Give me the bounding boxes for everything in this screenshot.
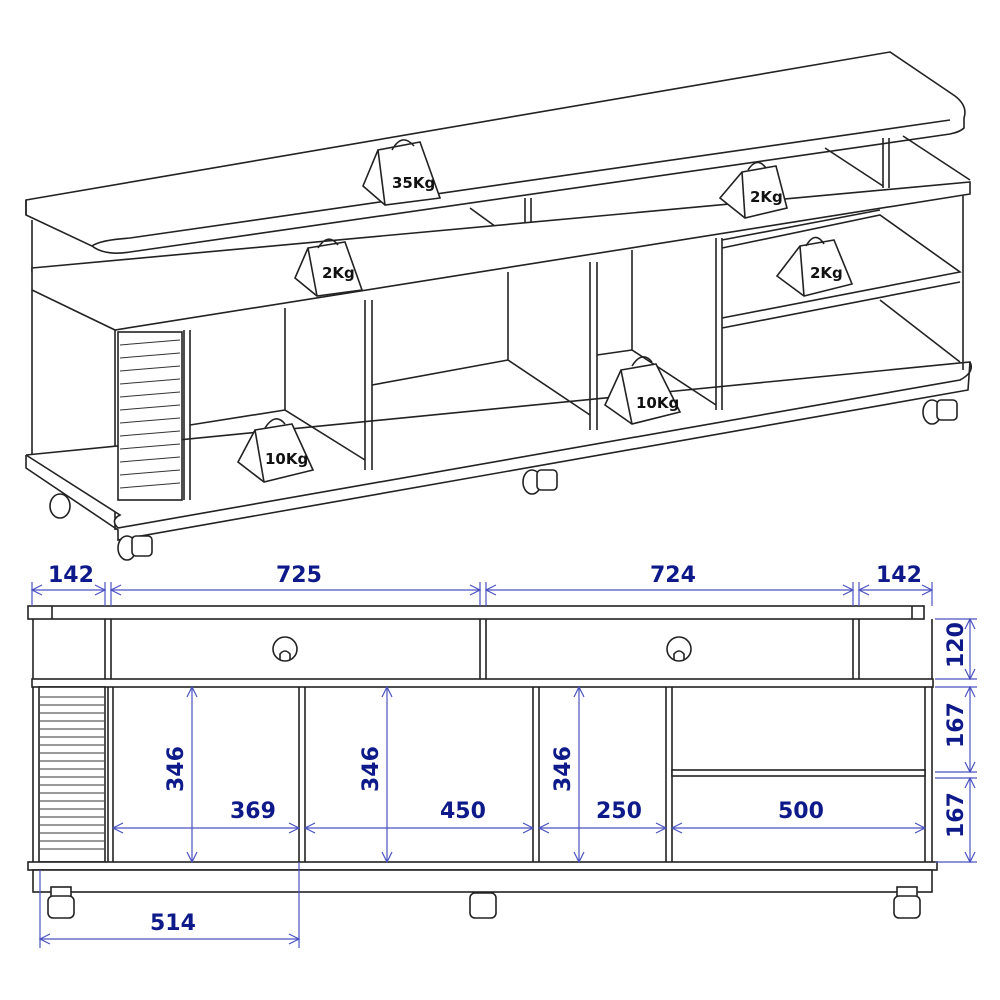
dim-top-right: 142 xyxy=(876,563,922,588)
dim-right-top: 120 xyxy=(944,622,969,668)
weight-10kg: 10Kg xyxy=(603,356,682,425)
weight-label: 10Kg xyxy=(636,394,679,412)
dim-height-2: 346 xyxy=(359,746,384,792)
weight-2kg: 2Kg xyxy=(775,236,854,297)
dim-bottom: 514 xyxy=(150,911,196,936)
dim-width-3: 250 xyxy=(596,799,642,824)
dim-top-center-right: 724 xyxy=(650,563,696,588)
dim-height-1: 346 xyxy=(164,746,189,792)
front-top-board xyxy=(27,605,925,620)
cable-hole-left xyxy=(272,636,298,662)
cable-hole-right xyxy=(666,636,692,662)
dimension-lines xyxy=(30,582,977,948)
weight-label: 2Kg xyxy=(750,188,783,206)
dim-right-bottom: 167 xyxy=(944,792,969,838)
front-caster-wheels xyxy=(47,886,921,919)
dim-top-center-left: 725 xyxy=(276,563,322,588)
caster-wheels xyxy=(49,399,958,561)
weight-10kg: 10Kg xyxy=(236,418,315,483)
isometric-view: 35Kg 2Kg 2Kg 2Kg 10Kg xyxy=(25,51,973,561)
weight-label: 35Kg xyxy=(392,174,435,192)
dim-top-left: 142 xyxy=(48,563,94,588)
dim-right-middle: 167 xyxy=(944,702,969,748)
dim-width-1: 369 xyxy=(230,799,276,824)
weight-35kg: 35Kg xyxy=(362,139,442,206)
front-view: 142 725 724 142 120 167 167 346 346 346 … xyxy=(27,563,977,948)
weight-2kg: 2Kg xyxy=(294,238,364,297)
top-board xyxy=(25,51,966,254)
dim-width-2: 450 xyxy=(440,799,486,824)
weight-label: 10Kg xyxy=(265,450,308,468)
dim-height-3: 346 xyxy=(551,746,576,792)
weight-2kg: 2Kg xyxy=(718,161,788,219)
weight-label: 2Kg xyxy=(322,264,355,282)
weight-label: 2Kg xyxy=(810,264,843,282)
dim-width-4: 500 xyxy=(778,799,824,824)
